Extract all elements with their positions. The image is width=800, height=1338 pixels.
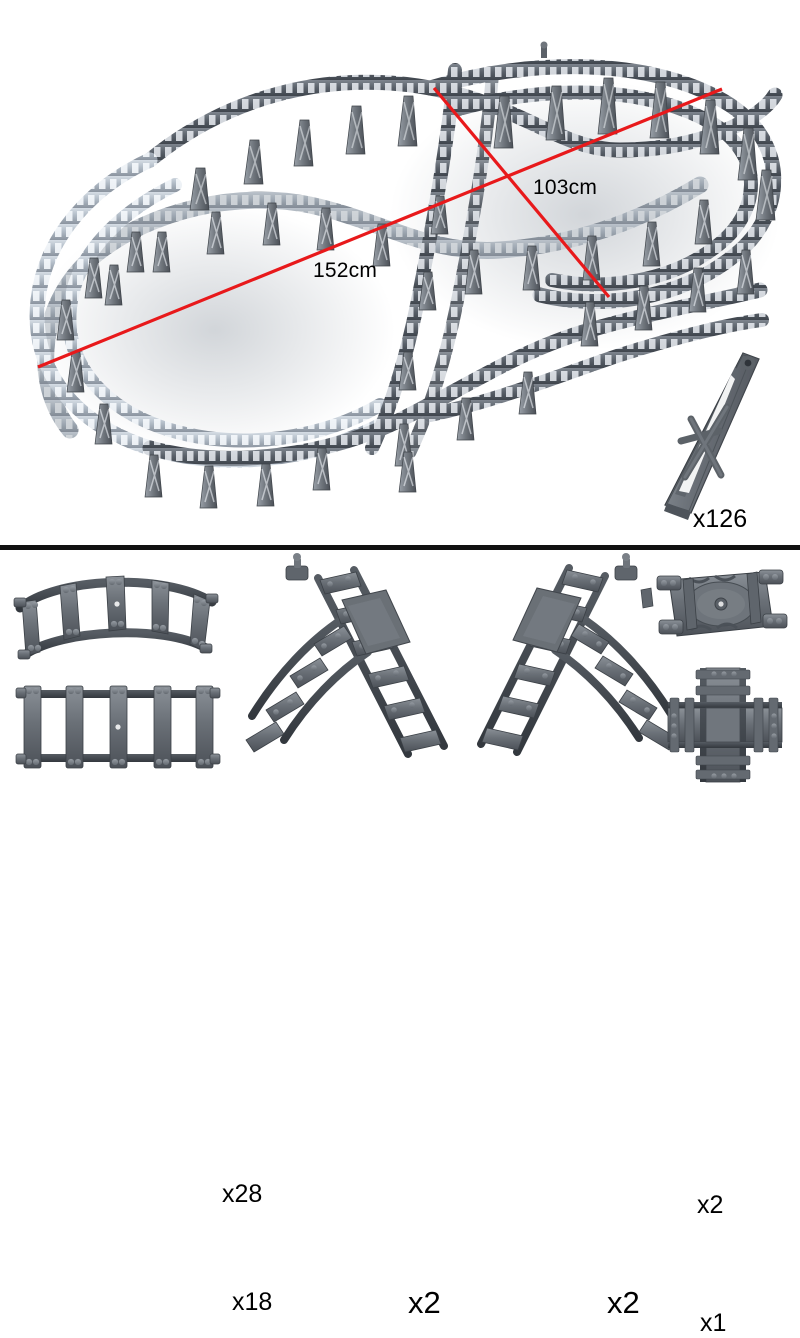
support-pillar-callout-icon bbox=[664, 352, 760, 520]
quantity-cross-junction: x1 bbox=[700, 1309, 727, 1337]
quantity-straight-track: x18 bbox=[232, 1288, 273, 1316]
track-inner-connector bbox=[423, 313, 769, 422]
part-cross-junction bbox=[667, 667, 783, 783]
dimension-label-width: 103cm bbox=[533, 176, 598, 199]
quantity-turntable: x2 bbox=[697, 1191, 724, 1219]
dimension-lines bbox=[37, 86, 723, 369]
track-lower-level bbox=[37, 176, 709, 439]
part-turntable bbox=[640, 569, 788, 637]
parts-inventory-panel: x28 x18 x2 x2 x2 x1 bbox=[0, 550, 800, 1337]
switch-lever-detail bbox=[540, 41, 548, 58]
part-switch-track-right bbox=[477, 553, 678, 756]
quantity-switch-track-right: x2 bbox=[607, 1285, 640, 1320]
dimension-line-152 bbox=[37, 87, 723, 369]
quantity-switch-track-left: x2 bbox=[408, 1285, 441, 1320]
track-layout-illustration bbox=[29, 41, 783, 509]
track-layout-photo: 152cm 103cm bbox=[0, 0, 800, 548]
track-bottom-ribbon bbox=[142, 282, 768, 466]
part-curved-track bbox=[13, 575, 219, 660]
part-straight-track bbox=[15, 685, 221, 769]
quantity-curved-track: x28 bbox=[222, 1180, 263, 1208]
support-pillars bbox=[56, 77, 776, 509]
support-pillar-quantity: x126 bbox=[692, 505, 748, 533]
part-switch-track-left bbox=[245, 553, 448, 758]
section-divider bbox=[0, 545, 800, 550]
dimension-label-length: 152cm bbox=[313, 259, 378, 282]
dimension-line-103 bbox=[432, 86, 611, 299]
